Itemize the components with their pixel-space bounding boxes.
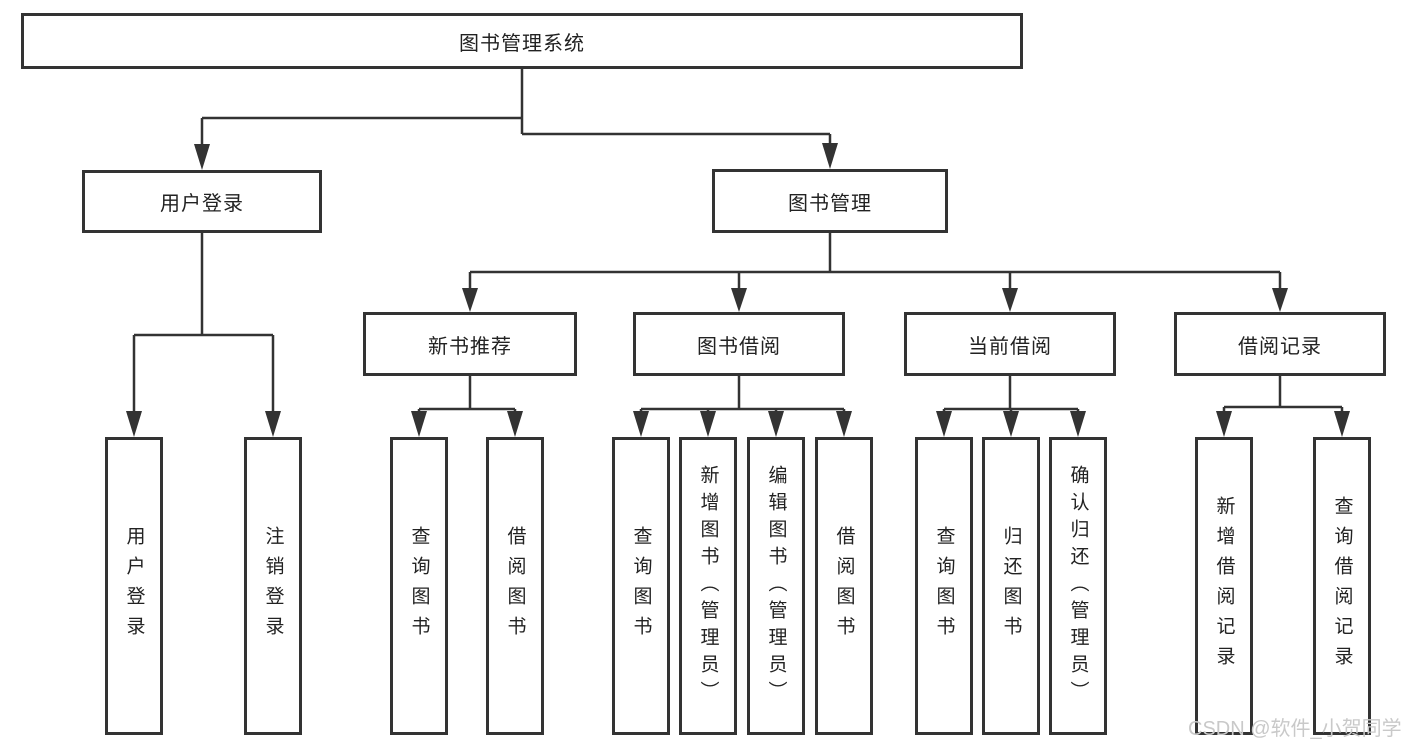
leaf-query-books-recommend-label: 查询图书 xyxy=(408,526,430,646)
leaf-borrow-books-label: 借阅图书 xyxy=(833,526,855,646)
node-borrow-records-label: 借阅记录 xyxy=(1238,335,1322,358)
arrowheads xyxy=(126,143,1350,437)
node-book-management-label: 图书管理 xyxy=(788,192,872,215)
leaf-return-book: 归还图书 xyxy=(982,437,1040,735)
leaf-edit-book-admin: 编辑图书（管理员） xyxy=(747,437,805,735)
leaf-add-borrow-record: 新增借阅记录 xyxy=(1195,437,1253,735)
leaf-confirm-return-admin-label: 确认归还（管理员） xyxy=(1067,464,1089,708)
node-book-borrow-label: 图书借阅 xyxy=(697,335,781,358)
node-user-login: 用户登录 xyxy=(82,170,322,233)
leaf-query-borrow-record-label: 查询借阅记录 xyxy=(1331,496,1353,676)
node-new-book-recommend-label: 新书推荐 xyxy=(428,335,512,358)
node-book-borrow: 图书借阅 xyxy=(633,312,845,376)
leaf-query-books-borrow-label: 查询图书 xyxy=(630,526,652,646)
leaf-borrow-books-recommend: 借阅图书 xyxy=(486,437,544,735)
leaf-confirm-return-admin: 确认归还（管理员） xyxy=(1049,437,1107,735)
leaf-query-books-borrow: 查询图书 xyxy=(612,437,670,735)
node-root: 图书管理系统 xyxy=(21,13,1023,69)
node-user-login-label: 用户登录 xyxy=(160,193,244,215)
leaf-logout: 注销登录 xyxy=(244,437,302,735)
leaf-query-books-current-label: 查询图书 xyxy=(933,526,955,646)
watermark: CSDN @软件_小贺同学 xyxy=(1188,718,1402,740)
leaf-query-borrow-record: 查询借阅记录 xyxy=(1313,437,1371,735)
node-book-management: 图书管理 xyxy=(712,169,948,233)
leaf-user-login-label: 用户登录 xyxy=(123,526,145,646)
leaf-logout-label: 注销登录 xyxy=(262,526,284,646)
leaf-add-book-admin-label: 新增图书（管理员） xyxy=(697,464,719,708)
leaf-query-books-recommend: 查询图书 xyxy=(390,437,448,735)
leaf-add-book-admin: 新增图书（管理员） xyxy=(679,437,737,735)
leaf-borrow-books-recommend-label: 借阅图书 xyxy=(504,526,526,646)
node-root-label: 图书管理系统 xyxy=(459,32,585,55)
leaf-add-borrow-record-label: 新增借阅记录 xyxy=(1213,496,1235,676)
node-borrow-records: 借阅记录 xyxy=(1174,312,1386,376)
leaf-edit-book-admin-label: 编辑图书（管理员） xyxy=(765,464,787,708)
node-current-borrow: 当前借阅 xyxy=(904,312,1116,376)
leaf-return-book-label: 归还图书 xyxy=(1000,526,1022,646)
leaf-user-login: 用户登录 xyxy=(105,437,163,735)
node-new-book-recommend: 新书推荐 xyxy=(363,312,577,376)
leaf-query-books-current: 查询图书 xyxy=(915,437,973,735)
node-current-borrow-label: 当前借阅 xyxy=(968,335,1052,358)
leaf-borrow-books: 借阅图书 xyxy=(815,437,873,735)
